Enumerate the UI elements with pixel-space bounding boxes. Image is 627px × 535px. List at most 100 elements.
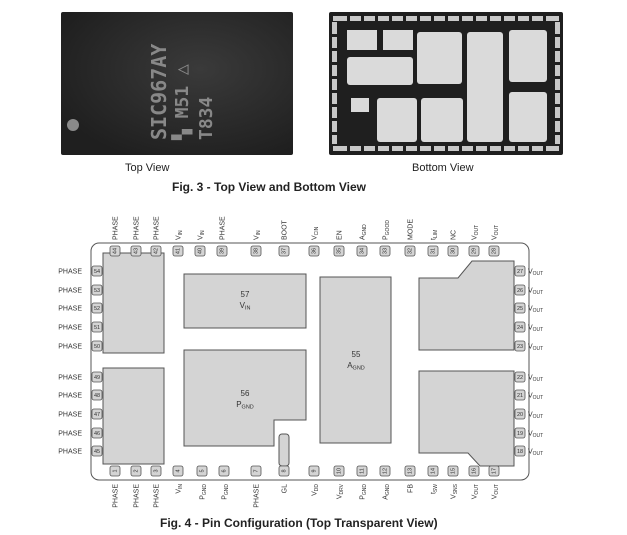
top-pin-number-36: 36 bbox=[312, 248, 318, 254]
left-pin-number-52: 52 bbox=[94, 306, 100, 312]
top-pin-label-42: PHASE bbox=[154, 216, 161, 240]
bottom-pin-number-13: 13 bbox=[408, 468, 414, 474]
left-pin-label-45: PHASE bbox=[58, 449, 82, 456]
pad-57-vin bbox=[183, 273, 307, 329]
top-view-caption: Top View bbox=[125, 162, 170, 174]
bottom-view-caption: Bottom View bbox=[412, 162, 474, 174]
right-pin-number-18: 18 bbox=[517, 449, 523, 455]
bottom-pin-pad-6 bbox=[218, 465, 230, 477]
bottom-pin-label-6: PGND bbox=[222, 484, 231, 500]
top-pin-label-38: VIN bbox=[254, 230, 263, 240]
bottom-pin-pad-10 bbox=[333, 465, 345, 477]
right-pin-label-20: VOUT bbox=[528, 412, 543, 421]
bottom-pin-pad-16 bbox=[468, 465, 480, 477]
bottom-pin-number-15: 15 bbox=[451, 468, 457, 474]
gl-pin-strip bbox=[278, 433, 290, 467]
left-pin-number-51: 51 bbox=[94, 325, 100, 331]
top-pin-label-33: PGOOD bbox=[383, 220, 392, 240]
bottom-pin-number-7: 7 bbox=[254, 469, 260, 472]
pad-57-number: 57 bbox=[241, 290, 250, 299]
left-upper-phase-pad bbox=[102, 252, 165, 354]
bottom-pin-number-10: 10 bbox=[337, 468, 343, 474]
right-pin-pad-21 bbox=[514, 389, 526, 401]
right-pin-pad-25 bbox=[514, 302, 526, 314]
left-pin-label-51: PHASE bbox=[58, 325, 82, 332]
bottom-pin-pad-7 bbox=[250, 465, 262, 477]
bottom-pin-label-13: FB bbox=[408, 484, 415, 493]
right-pin-label-21: VOUT bbox=[528, 393, 543, 402]
package-outline bbox=[90, 242, 530, 481]
top-pin-label-41: VIN bbox=[176, 230, 185, 240]
pad-56-number: 56 bbox=[241, 389, 250, 398]
top-pin-pad-28 bbox=[488, 245, 500, 257]
top-pin-number-33: 33 bbox=[383, 248, 389, 254]
left-pin-pad-52 bbox=[91, 302, 103, 314]
top-pin-label-43: PHASE bbox=[134, 216, 141, 240]
right-pin-label-19: VOUT bbox=[528, 431, 543, 440]
top-pin-number-43: 43 bbox=[134, 248, 140, 254]
right-pin-pad-26 bbox=[514, 284, 526, 296]
right-pin-pad-18 bbox=[514, 445, 526, 457]
top-pin-number-29: 29 bbox=[472, 248, 478, 254]
top-pin-pad-35 bbox=[333, 245, 345, 257]
bottom-pin-number-5: 5 bbox=[200, 469, 206, 472]
right-pin-pad-20 bbox=[514, 408, 526, 420]
bottom-pin-pad-17 bbox=[488, 465, 500, 477]
right-pin-label-26: VOUT bbox=[528, 288, 543, 297]
top-pin-number-39: 39 bbox=[220, 248, 226, 254]
right-pin-number-19: 19 bbox=[517, 431, 523, 437]
top-pin-pad-39 bbox=[216, 245, 228, 257]
left-pin-number-46: 46 bbox=[94, 431, 100, 437]
bottom-pin-pad-14 bbox=[427, 465, 439, 477]
bottom-pin-label-10: VDRV bbox=[337, 483, 346, 499]
pad-55-name: AGND bbox=[347, 361, 365, 372]
left-pin-pad-51 bbox=[91, 321, 103, 333]
left-pin-label-46: PHASE bbox=[58, 431, 82, 438]
right-pin-label-25: VOUT bbox=[528, 306, 543, 315]
bottom-view-photo bbox=[329, 12, 563, 155]
bottom-pin-label-12: AGND bbox=[383, 484, 392, 500]
top-pin-label-31: tLIM bbox=[431, 230, 440, 240]
top-pin-label-32: MODE bbox=[408, 219, 415, 240]
pad-55-agnd bbox=[319, 276, 392, 444]
bottom-pin-label-3: PHASE bbox=[154, 484, 161, 508]
bottom-pin-number-4: 4 bbox=[176, 469, 182, 472]
top-pin-number-32: 32 bbox=[408, 248, 414, 254]
right-pin-number-20: 20 bbox=[517, 412, 523, 418]
top-pin-label-29: VOUT bbox=[472, 225, 481, 240]
top-pin-number-30: 30 bbox=[451, 248, 457, 254]
right-pin-number-27: 27 bbox=[517, 269, 523, 275]
top-pin-pad-31 bbox=[427, 245, 439, 257]
top-pin-number-41: 41 bbox=[176, 248, 182, 254]
bottom-pin-label-7: PHASE bbox=[254, 484, 261, 508]
top-pin-number-44: 44 bbox=[113, 248, 119, 254]
left-pin-label-50: PHASE bbox=[58, 344, 82, 351]
top-pin-pad-37 bbox=[278, 245, 290, 257]
top-pin-label-39: PHASE bbox=[220, 216, 227, 240]
top-pin-number-38: 38 bbox=[254, 248, 260, 254]
bottom-pin-label-1: PHASE bbox=[113, 484, 120, 508]
bottom-pin-number-9: 9 bbox=[312, 469, 318, 472]
top-pin-number-37: 37 bbox=[282, 248, 288, 254]
top-pin-number-35: 35 bbox=[337, 248, 343, 254]
left-pin-label-48: PHASE bbox=[58, 393, 82, 400]
top-pin-pad-32 bbox=[404, 245, 416, 257]
bottom-pads-svg bbox=[332, 16, 560, 151]
top-pin-pad-42 bbox=[150, 245, 162, 257]
bottom-pin-pad-1 bbox=[109, 465, 121, 477]
bottom-pin-number-11: 11 bbox=[360, 468, 366, 474]
left-pin-number-53: 53 bbox=[94, 288, 100, 294]
right-pin-pad-27 bbox=[514, 265, 526, 277]
bottom-pin-label-16: VOUT bbox=[472, 484, 481, 499]
bottom-pin-label-17: VOUT bbox=[492, 484, 501, 499]
bottom-pin-pad-2 bbox=[130, 465, 142, 477]
bottom-pin-label-2: PHASE bbox=[134, 484, 141, 508]
left-pin-pad-49 bbox=[91, 371, 103, 383]
top-pin-pad-43 bbox=[130, 245, 142, 257]
bottom-pin-label-8: GL bbox=[282, 484, 289, 493]
left-pin-label-47: PHASE bbox=[58, 412, 82, 419]
top-pin-label-28: VOUT bbox=[492, 225, 501, 240]
left-pin-label-54: PHASE bbox=[58, 269, 82, 276]
bottom-pin-pad-4 bbox=[172, 465, 184, 477]
left-pin-pad-54 bbox=[91, 265, 103, 277]
